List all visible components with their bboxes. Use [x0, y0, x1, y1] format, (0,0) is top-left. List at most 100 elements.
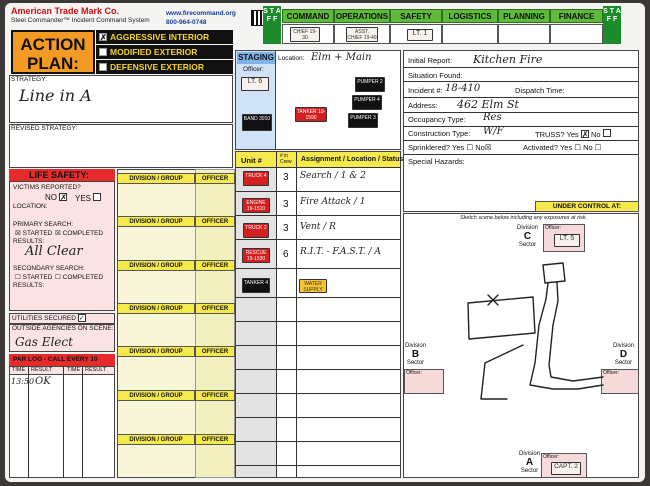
row-line: [236, 191, 400, 192]
option-modified[interactable]: MODIFIED EXTERIOR ATTACK: [96, 45, 233, 71]
magnet-asst-chief[interactable]: ASST. CHIEF 19-40: [346, 27, 378, 42]
strategy-box[interactable]: [9, 75, 233, 123]
tab-command[interactable]: COMMAND: [282, 9, 334, 23]
officer-header-5: OFFICER: [195, 346, 235, 357]
row-line: [236, 369, 400, 370]
magnet-tanker-19-1590[interactable]: TANKER 19-1590: [295, 107, 327, 122]
address-label: Address:: [408, 101, 438, 110]
staging-title: STAGING: [237, 52, 275, 64]
board-header: American Trade Mark Co. Steel Commander™…: [11, 7, 283, 29]
row-line: [404, 126, 638, 127]
division-header-1: DIVISION / GROUP: [117, 173, 195, 184]
magnet-pumper-3[interactable]: PUMPER 3: [348, 113, 378, 128]
tab-planning[interactable]: PLANNING: [498, 9, 550, 23]
occupancy-value[interactable]: Res: [483, 112, 502, 123]
tab-finance[interactable]: FINANCE: [550, 9, 603, 23]
initial-report-value[interactable]: Kitchen Fire: [473, 53, 543, 66]
assignment-rescue: R.I.T. - F.A.S.T. / A: [300, 247, 381, 257]
fire-origin-mark: [487, 294, 499, 306]
special-hazards-label: Special Hazards:: [408, 157, 465, 166]
address-value[interactable]: 462 Elm St: [457, 98, 519, 111]
construction-value[interactable]: W/F: [483, 126, 504, 137]
magnet-band-3910[interactable]: BAND 3910: [242, 114, 272, 131]
staging-officer-area: [236, 51, 276, 149]
victims-no[interactable]: NO ✗: [45, 193, 68, 202]
staff-label-right: S T A F F: [603, 6, 621, 44]
house-outline: [467, 296, 536, 340]
product-name: Steel Commander™ Incident Command System: [11, 17, 150, 24]
revised-strategy-label: REVISED STRATEGY:: [11, 125, 78, 132]
utilities-label: UTILITIES SECURED ✓: [12, 314, 86, 322]
checkbox-aggressive[interactable]: ✗: [99, 33, 107, 42]
officer-header-7: OFFICER: [195, 434, 235, 445]
under-control-label[interactable]: UNDER CONTROL AT:: [535, 201, 639, 212]
crew-engine: 3: [283, 199, 289, 210]
magnet-tanker-4[interactable]: TANKER 4: [242, 278, 270, 293]
assignment-truck-2: Vent / R: [300, 222, 336, 232]
row-line: [236, 268, 400, 269]
par-entry-time: 13:50: [11, 377, 35, 386]
driveway-right: [548, 282, 604, 382]
utilities-row[interactable]: [9, 313, 115, 324]
units-col-assignment: Assignment / Location / Status: [301, 156, 404, 163]
finance-slot: [550, 24, 603, 44]
checkbox-modified[interactable]: [99, 48, 107, 56]
side-d-officer-box: [601, 369, 639, 394]
par-col-result: RESULT: [31, 367, 53, 373]
division-header-2: DIVISION / GROUP: [117, 216, 195, 227]
option-defensive[interactable]: DEFENSIVE EXTERIOR ATTACK: [96, 60, 233, 86]
tab-operations[interactable]: OPERATIONS: [334, 9, 390, 23]
tab-safety[interactable]: SAFETY: [390, 9, 442, 23]
division-header-5: DIVISION / GROUP: [117, 346, 195, 357]
magnet-pumper-2[interactable]: PUMPER 2: [355, 77, 385, 92]
victims-yes[interactable]: YES: [75, 193, 102, 203]
magnet-lt-5[interactable]: LT. 5: [554, 234, 580, 247]
tab-logistics[interactable]: LOGISTICS: [442, 9, 498, 23]
side-c-officer-label: Officer:: [545, 225, 562, 231]
row-line: [404, 81, 638, 82]
revised-strategy-box[interactable]: [9, 124, 233, 168]
magnet-lt-6[interactable]: LT. 6: [241, 77, 269, 91]
checkbox-defensive[interactable]: [99, 63, 107, 71]
secondary-completed[interactable]: ☐ COMPLETED: [55, 274, 104, 281]
option-aggressive[interactable]: ✗AGGRESSIVE INTERIOR ATTACK: [96, 30, 233, 56]
magnet-truck-2[interactable]: TRUCK 2: [243, 223, 269, 238]
primary-search-label: PRIMARY SEARCH:: [13, 221, 74, 228]
magnet-rescue-19-1530[interactable]: RESCUE 19-1530: [242, 248, 270, 263]
row-line: [404, 140, 638, 141]
occupancy-label: Occupancy Type:: [408, 115, 466, 124]
primary-started[interactable]: ☒ STARTED: [15, 230, 53, 237]
side-b-officer-box: [404, 369, 444, 394]
division-header-4: DIVISION / GROUP: [117, 303, 195, 314]
magnet-chief[interactable]: CHIEF 19-30: [290, 27, 320, 42]
incident-value[interactable]: 18-410: [445, 83, 481, 94]
secondary-started[interactable]: ☐ STARTED: [15, 274, 53, 281]
division-header-6: DIVISION / GROUP: [117, 390, 195, 401]
magnet-engine-19-1510[interactable]: ENGINE 19-1510: [242, 198, 270, 213]
report-box: [403, 50, 639, 212]
row-line: [236, 465, 400, 466]
par-entry-result: OK: [35, 376, 51, 387]
units-divider: [276, 152, 277, 477]
primary-completed[interactable]: ☒ COMPLETED: [55, 230, 104, 237]
magnet-pumper-4[interactable]: PUMPER 4: [352, 95, 382, 110]
magnet-capt-2[interactable]: CAPT. 2: [551, 462, 581, 475]
situation-found-label: Situation Found:: [408, 71, 463, 80]
magnet-water-supply[interactable]: WATER SUPPLY: [299, 279, 327, 293]
assignment-engine: Fire Attack / 1: [300, 197, 366, 207]
row-line: [404, 112, 638, 113]
qr-code-icon: [251, 10, 267, 26]
row-line: [404, 97, 638, 98]
row-line: [236, 345, 400, 346]
par-col-result-2: RESULT: [85, 367, 107, 373]
agencies-box[interactable]: [9, 324, 115, 352]
row-line: [236, 321, 400, 322]
magnet-truck-4[interactable]: TRUCK 4: [243, 171, 269, 186]
officer-header-2: OFFICER: [195, 216, 235, 227]
magnet-lt-1[interactable]: LT. 1: [407, 29, 433, 41]
